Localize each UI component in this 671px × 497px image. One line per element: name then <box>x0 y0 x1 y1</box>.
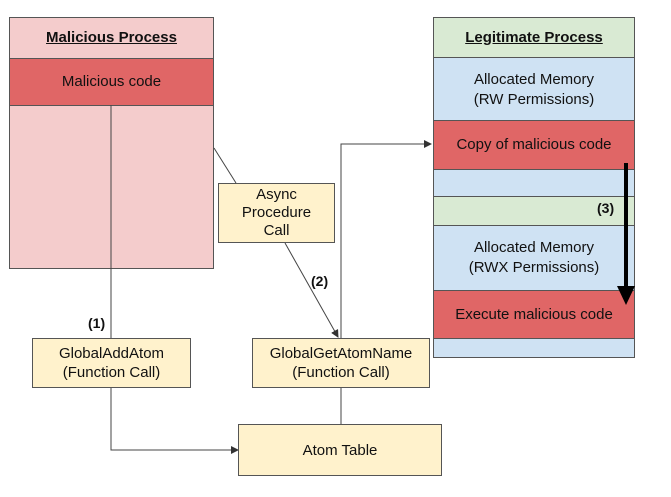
allocated-memory-rwx: Allocated Memory (RWX Permissions) <box>468 239 600 276</box>
global-add-atom-box: GlobalAddAtom (Function Call) <box>32 338 191 388</box>
async-procedure-call-box: Async Procedure Call <box>218 183 335 243</box>
malicious-process-title: Malicious Process <box>46 29 177 46</box>
copy-of-malicious-code: Copy of malicious code <box>434 120 634 170</box>
thick-arrow-head <box>617 286 635 305</box>
legitimate-process-title: Legitimate Process <box>434 18 634 58</box>
legit-blank-green <box>434 196 634 226</box>
line-addatom-to-atomtable <box>110 388 239 454</box>
step-2-label: (2) <box>311 273 329 289</box>
line-getatom-to-copy <box>340 140 432 338</box>
execute-malicious-code: Execute malicious code <box>434 290 634 339</box>
atom-table-box: Atom Table <box>238 424 442 476</box>
global-get-atom-name-box: GlobalGetAtomName (Function Call) <box>252 338 430 388</box>
legitimate-process: Legitimate Process Allocated Memory (RW … <box>433 17 635 358</box>
allocated-memory-rw: Allocated Memory (RW Permissions) <box>473 70 595 108</box>
line-malicious-to-apc <box>213 147 237 184</box>
step-1-label: (1) <box>88 315 106 331</box>
step-3-label: (3) <box>597 200 615 216</box>
line-apc-to-getatom <box>284 242 339 338</box>
